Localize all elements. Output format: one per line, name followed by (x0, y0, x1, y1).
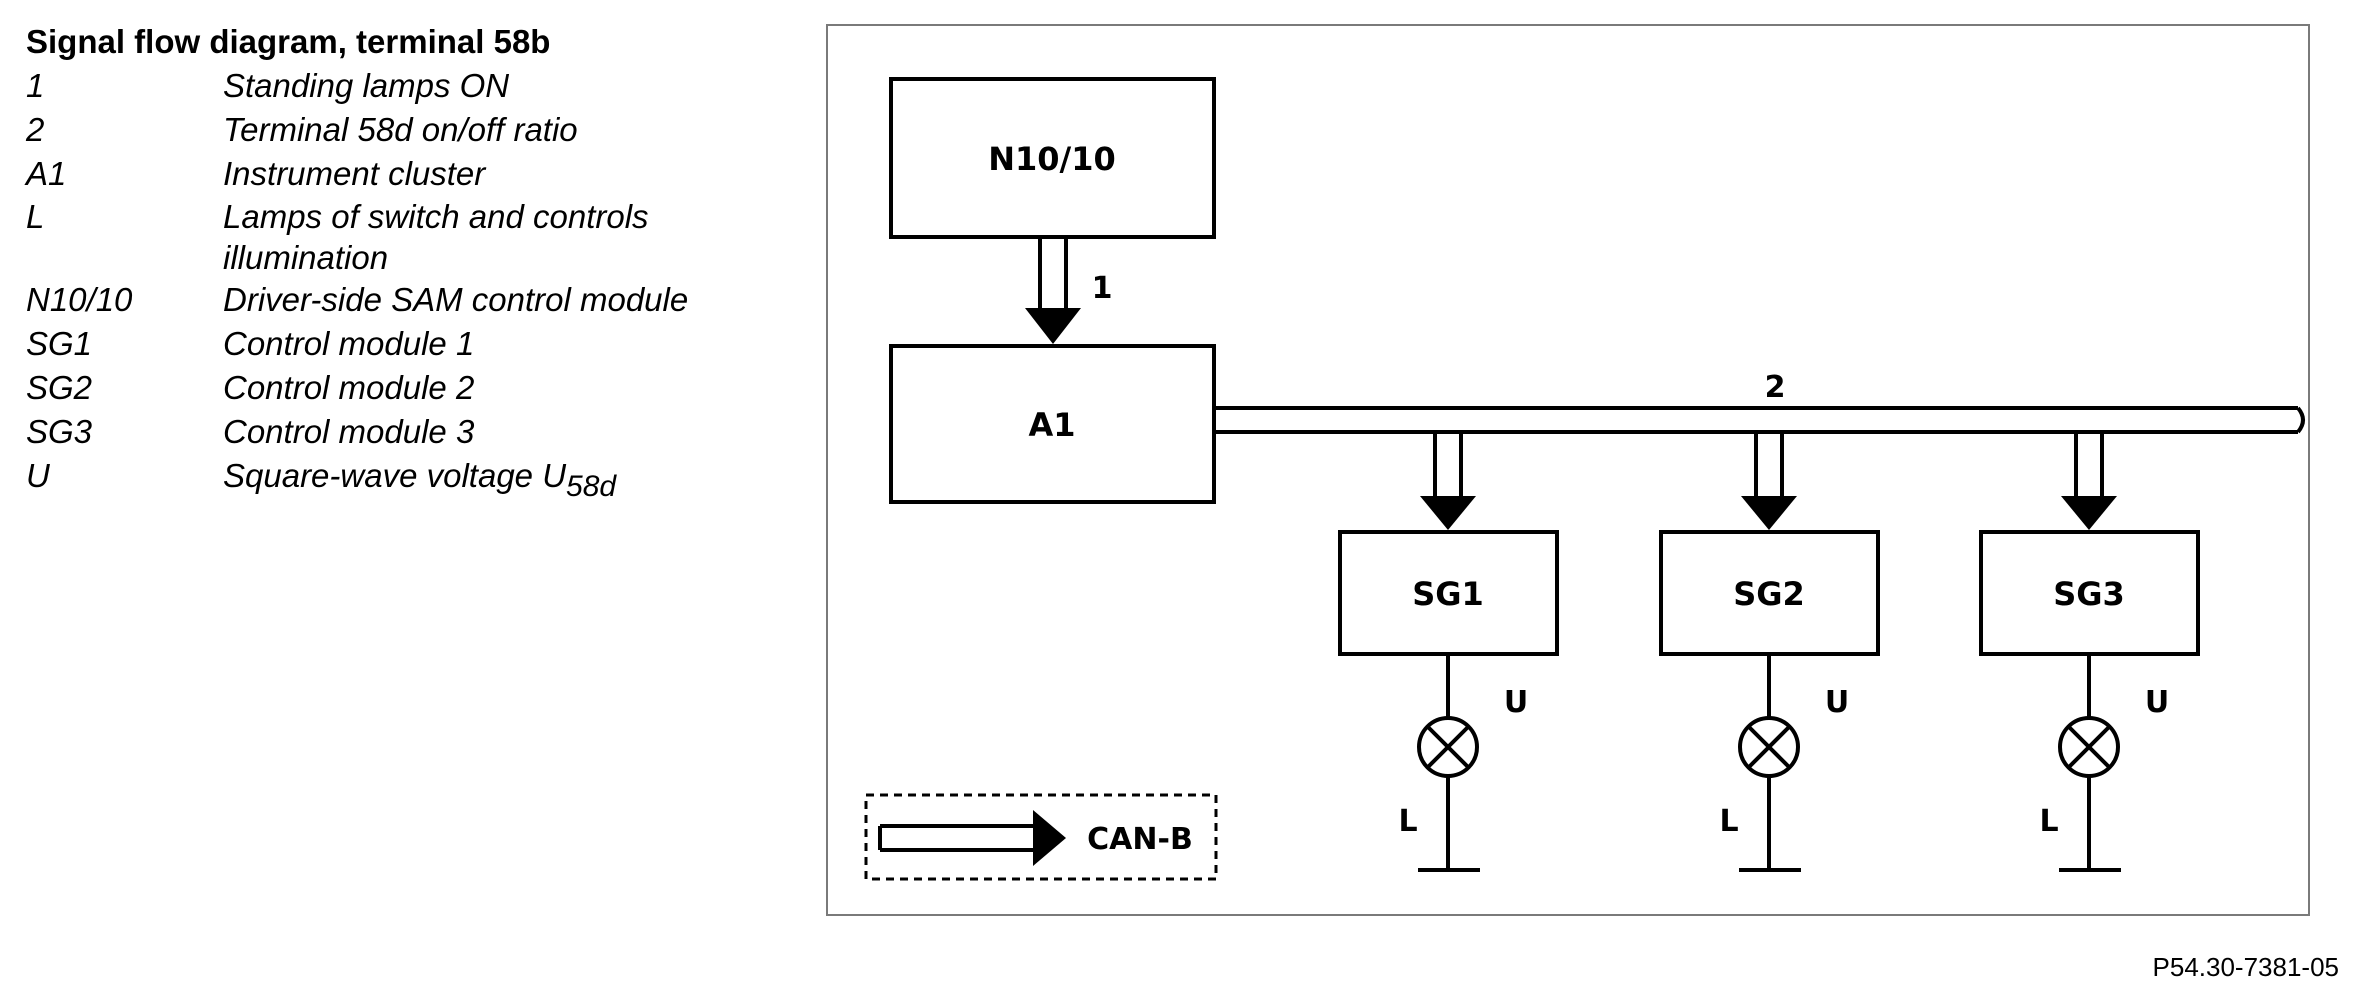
legend-desc: Control module 3 (223, 413, 475, 450)
block-label-sg3: SG3 (2053, 575, 2125, 613)
legend-desc: Driver-side SAM control module (223, 281, 689, 318)
block-label-a1: A1 (1028, 406, 1075, 444)
legend-key: L (26, 198, 45, 235)
legend-item: SG2 Control module 2 (26, 366, 806, 410)
lamp-circuit-sg2 (1738, 654, 1801, 872)
legend-item: 2 Terminal 58d on/off ratio (26, 108, 806, 152)
legend-key: SG2 (26, 369, 93, 406)
figure-reference: P54.30-7381-05 (2152, 952, 2339, 982)
lamp-circuit-sg3 (2058, 654, 2121, 872)
legend-item: L Lamps of switch and controls illuminat… (26, 196, 806, 278)
signal-label-2: 2 (1765, 370, 1786, 405)
lamp-circuit-sg1 (1417, 654, 1480, 872)
arrowhead-sg1 (1420, 496, 1476, 530)
legend-item: SG3 Control module 3 (26, 410, 806, 454)
legend-key: 2 (26, 111, 45, 148)
legend-desc-text: Square-wave voltage U (223, 457, 567, 494)
block-label-n10-10: N10/10 (988, 140, 1116, 178)
signal-label-1: 1 (1092, 271, 1113, 306)
can-b-legend-label: CAN-B (1087, 822, 1193, 857)
lamp-label-sg2: L (1719, 804, 1738, 839)
legend-item: SG1 Control module 1 (26, 322, 806, 366)
legend-item: U Square-wave voltage U58d (26, 454, 806, 509)
signal-1-arrowhead (1025, 308, 1081, 344)
legend-key: A1 (26, 155, 67, 192)
block-label-sg1: SG1 (1412, 575, 1484, 613)
legend-key: U (26, 457, 50, 494)
lamp-label-sg1: L (1398, 804, 1417, 839)
legend-desc: Lamps of switch and controls illuminatio… (223, 198, 649, 276)
legend-desc: Standing lamps ON (223, 67, 510, 104)
lamp-label-sg3: L (2039, 804, 2058, 839)
legend-desc: Square-wave voltage U58d (223, 454, 806, 509)
voltage-label-sg2: U (1825, 685, 1849, 720)
diagram-canvas: N10/10 A1 SG1 SG2 SG3 1 2 U U U L L L CA… (864, 77, 2305, 881)
can-b-legend-arrowhead (1033, 810, 1066, 866)
legend-item: 1 Standing lamps ON (26, 64, 806, 108)
signal-1-arrow (1038, 237, 1068, 308)
bus-drop-sg1 (1433, 432, 1463, 496)
legend-key: SG3 (26, 413, 93, 450)
arrowhead-sg3 (2061, 496, 2117, 530)
legend-desc: Control module 1 (223, 325, 475, 362)
block-label-sg2: SG2 (1733, 575, 1805, 613)
legend-desc: Instrument cluster (223, 155, 486, 192)
legend-desc: Terminal 58d on/off ratio (223, 111, 578, 148)
bus-drop-sg2 (1754, 432, 1784, 496)
block-n10-10 (889, 77, 1216, 239)
block-a1 (889, 344, 1216, 504)
legend-title: Signal flow diagram, terminal 58b (26, 23, 551, 60)
legend-item: A1 Instrument cluster (26, 152, 806, 196)
legend-key: 1 (26, 67, 45, 104)
signal-flow-diagram: N10/10 A1 SG1 SG2 SG3 1 2 U U U L L L CA… (826, 24, 2310, 916)
legend: Signal flow diagram, terminal 58b 1 Stan… (26, 22, 806, 509)
can-b-legend-box (864, 793, 1218, 881)
legend-key: SG1 (26, 325, 93, 362)
arrowhead-sg2 (1741, 496, 1797, 530)
bus-line (1214, 406, 2305, 434)
bus-drop-sg3 (2074, 432, 2104, 496)
legend-key: N10/10 (26, 281, 133, 318)
voltage-label-sg1: U (1504, 685, 1528, 720)
voltage-label-sg3: U (2145, 685, 2169, 720)
legend-desc: Control module 2 (223, 369, 475, 406)
legend-item: N10/10 Driver-side SAM control module (26, 278, 806, 322)
can-b-legend-arrow (878, 824, 1033, 852)
legend-desc-subscript: 58d (566, 470, 617, 503)
